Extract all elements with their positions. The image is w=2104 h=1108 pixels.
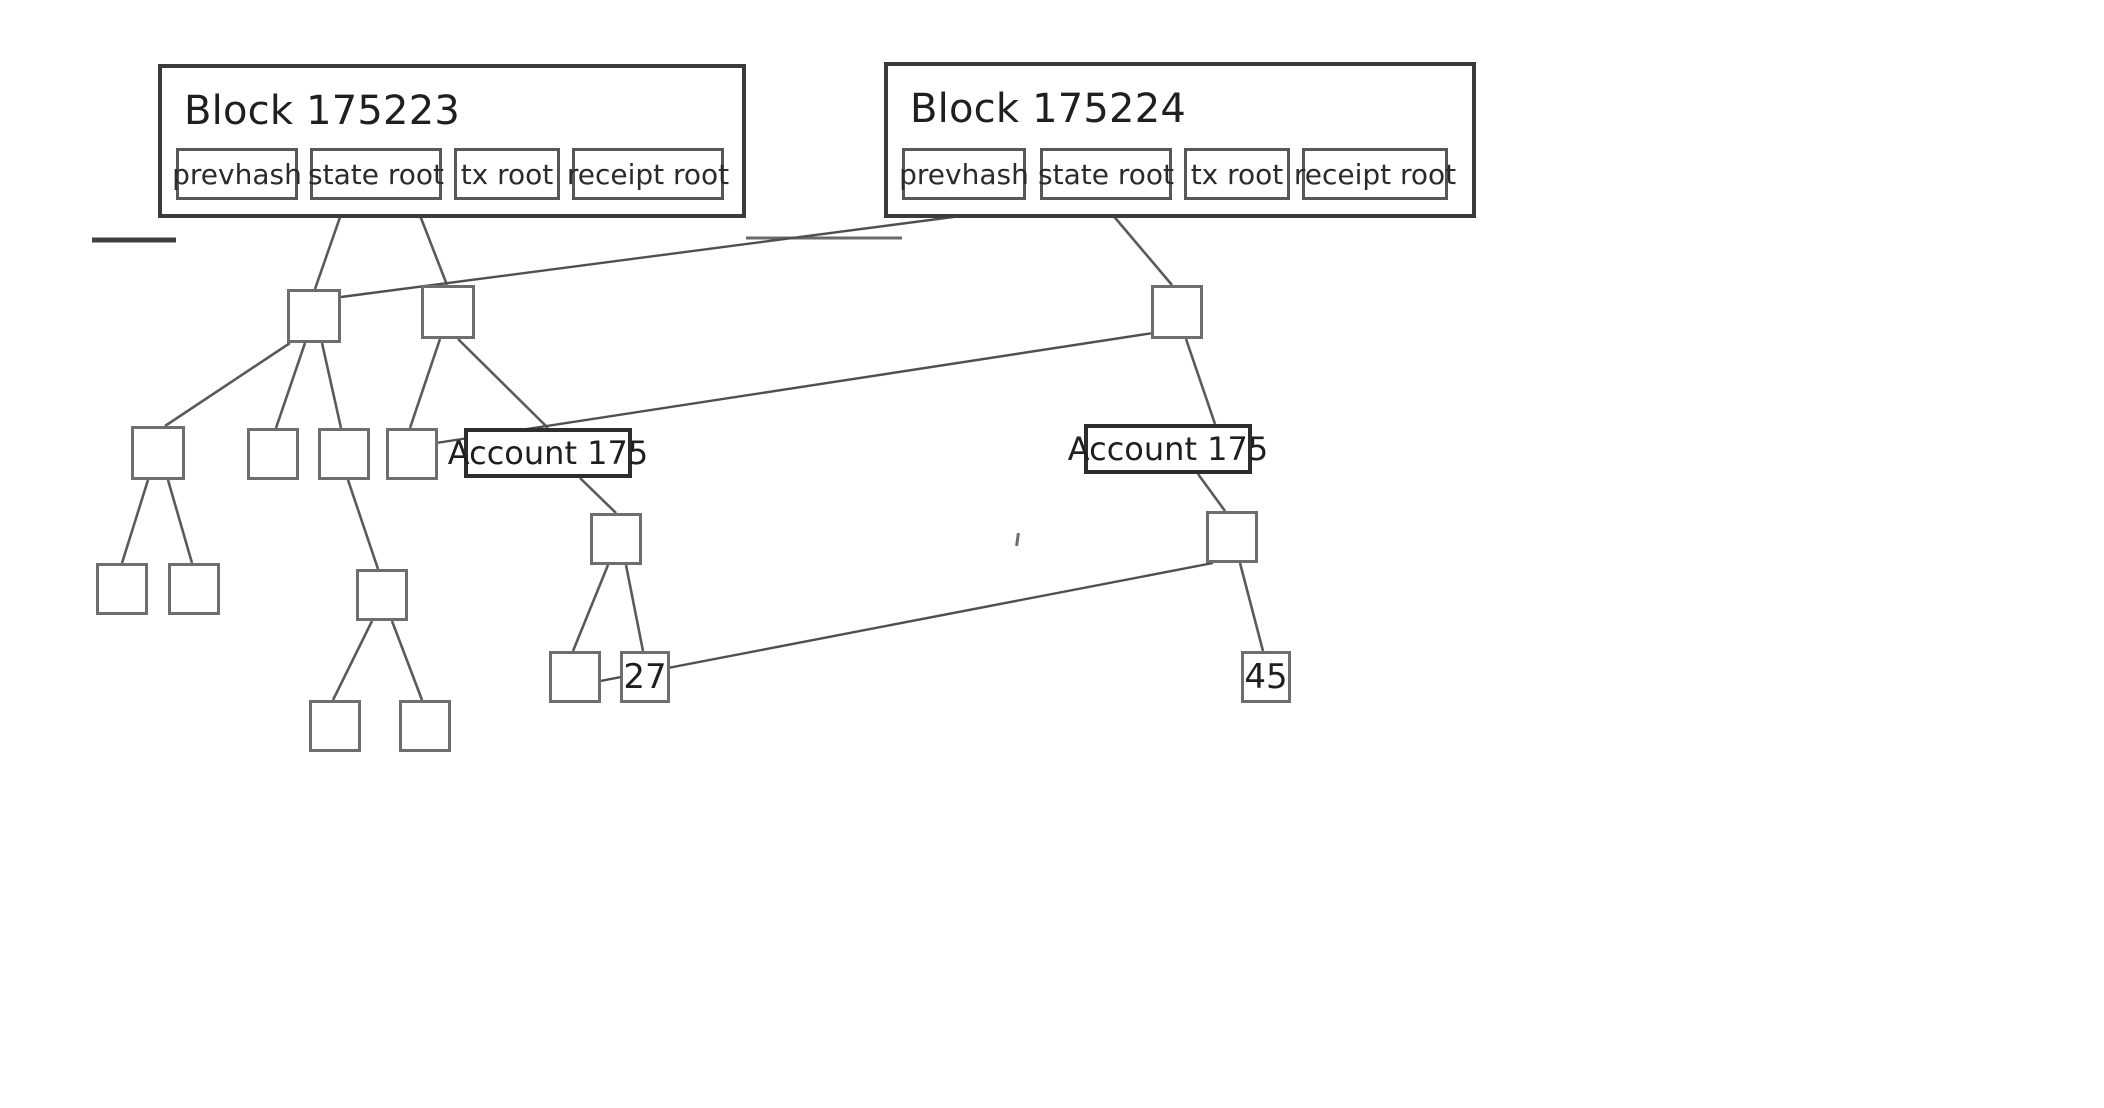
account-node-left[interactable]: Account 175 (448, 428, 648, 478)
edge-L2c-L3c (346, 479, 380, 570)
edge-L1a-L2b (274, 342, 307, 429)
edge-storage-left-leaf (571, 564, 610, 652)
storage-node-right-mid[interactable] (1206, 511, 1258, 563)
edge-R1-shared-acctleft (435, 331, 1154, 445)
trie-node-L2-a[interactable] (131, 426, 185, 480)
storage-leaf-left-empty[interactable] (549, 651, 601, 703)
trie-node-L4-a[interactable] (309, 700, 361, 752)
edge-storage-left-27 (624, 564, 645, 652)
edge-L3c-L4b (390, 620, 424, 701)
edge-storage-right-45 (1238, 562, 1265, 652)
block-175224-field-prevhash[interactable]: prevhash (899, 148, 1029, 200)
edge-L1b-L2d (408, 338, 442, 429)
storage-node-left-mid[interactable] (590, 513, 642, 565)
block-title: Block 175224 (910, 86, 1186, 132)
block-175223-field-prevhash[interactable]: prevhash (172, 148, 302, 200)
storage-leaf-value-27[interactable]: 27 (620, 651, 670, 703)
block-175224-field-receipt-root[interactable]: receipt root (1294, 148, 1456, 200)
trie-node-L2-b[interactable] (247, 428, 299, 480)
trie-node-L1-b[interactable] (421, 285, 475, 339)
trie-node-R1[interactable] (1151, 285, 1203, 339)
edge-acctright-storage (1196, 473, 1227, 512)
edge-L1a-L2c (320, 342, 343, 429)
account-node-right[interactable]: Account 175 (1068, 424, 1268, 474)
block-title: Block 175223 (184, 88, 460, 134)
block-175223-field-state-root[interactable]: state root (308, 148, 444, 200)
edge-R1-acctright (1184, 338, 1217, 425)
edge-L3c-L4a (331, 620, 374, 701)
block-175223-field-receipt-root[interactable]: receipt root (567, 148, 729, 200)
edge-L2a-L3a (120, 479, 150, 564)
trie-node-L3-b[interactable] (168, 563, 220, 615)
storage-leaf-value-45[interactable]: 45 (1241, 651, 1291, 703)
trie-node-L2-d[interactable] (386, 428, 438, 480)
trie-node-L3-c[interactable] (356, 569, 408, 621)
block-175223-field-tx-root[interactable]: tx root (454, 148, 560, 200)
trie-node-L1-a[interactable] (287, 289, 341, 343)
edge-acctleft-storage (579, 477, 617, 514)
trie-node-L2-c[interactable] (318, 428, 370, 480)
edge-L1a-L2a (164, 341, 291, 428)
block-175224-field-tx-root[interactable]: tx root (1184, 148, 1290, 200)
block-175224-field-state-root[interactable]: state root (1038, 148, 1174, 200)
trie-node-L3-a[interactable] (96, 563, 148, 615)
edge-L2a-L3b (166, 479, 194, 564)
trie-node-L4-b[interactable] (399, 700, 451, 752)
edge-L1b-acctleft (457, 338, 549, 429)
edge-tick-artifact (1015, 532, 1020, 547)
